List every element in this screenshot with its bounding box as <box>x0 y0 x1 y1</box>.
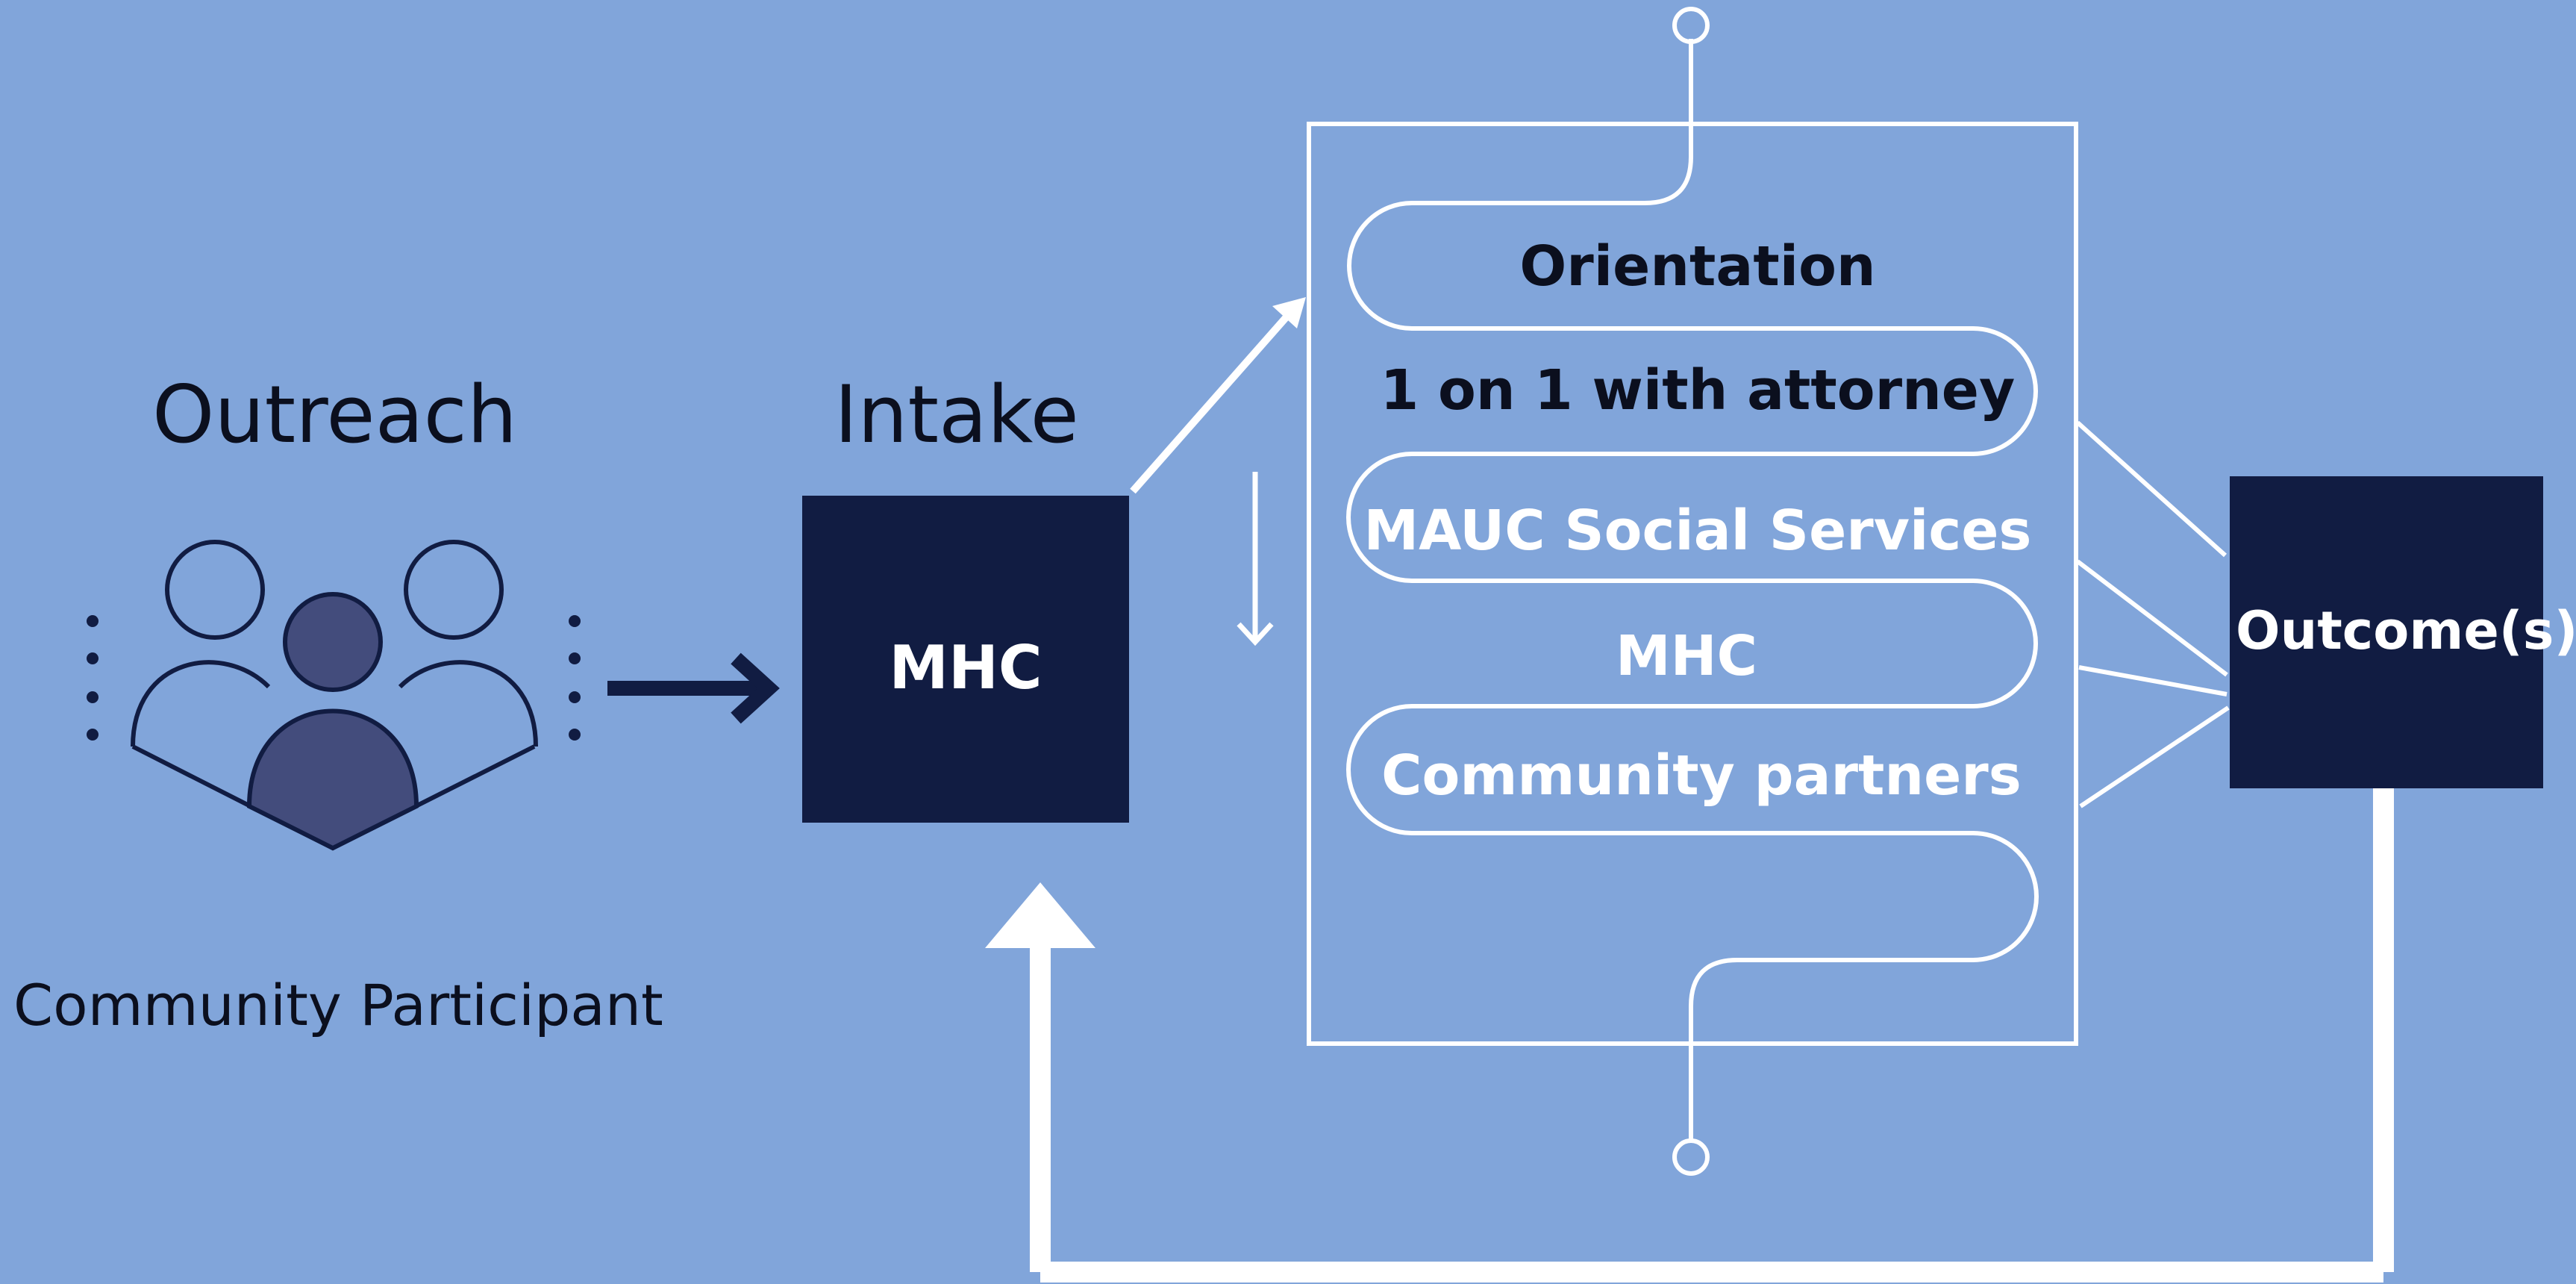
intake-heading: Intake <box>834 369 1079 461</box>
outreach-heading: Outreach <box>152 369 518 461</box>
arrow-outreach-to-intake <box>607 652 780 724</box>
process-step-social-services: MAUC Social Services <box>1363 499 2032 563</box>
group-of-people-icon <box>87 540 581 851</box>
feedback-loop-arrow <box>1030 788 2394 1283</box>
outcome-box-label: Outcome(s) <box>2236 600 2576 661</box>
down-arrow <box>1237 472 1274 646</box>
path-start-node <box>1672 7 1710 44</box>
outcome-connectors <box>2075 420 2230 808</box>
path-end-node <box>1672 1138 1710 1176</box>
process-step-community-partners: Community partners <box>1381 744 2022 808</box>
outcome-box <box>2230 476 2543 788</box>
community-participant-caption: Community Participant <box>13 972 663 1038</box>
serpentine-path <box>1346 39 2039 1142</box>
process-step-attorney: 1 on 1 with attorney <box>1380 358 2016 423</box>
feedback-arrowhead <box>985 882 1095 948</box>
process-step-orientation: Orientation <box>1519 234 1876 299</box>
arrow-intake-to-process <box>1130 297 1306 494</box>
intake-box <box>802 496 1129 823</box>
process-step-mhc: MHC <box>1616 624 1757 688</box>
intake-box-label: MHC <box>889 633 1042 702</box>
